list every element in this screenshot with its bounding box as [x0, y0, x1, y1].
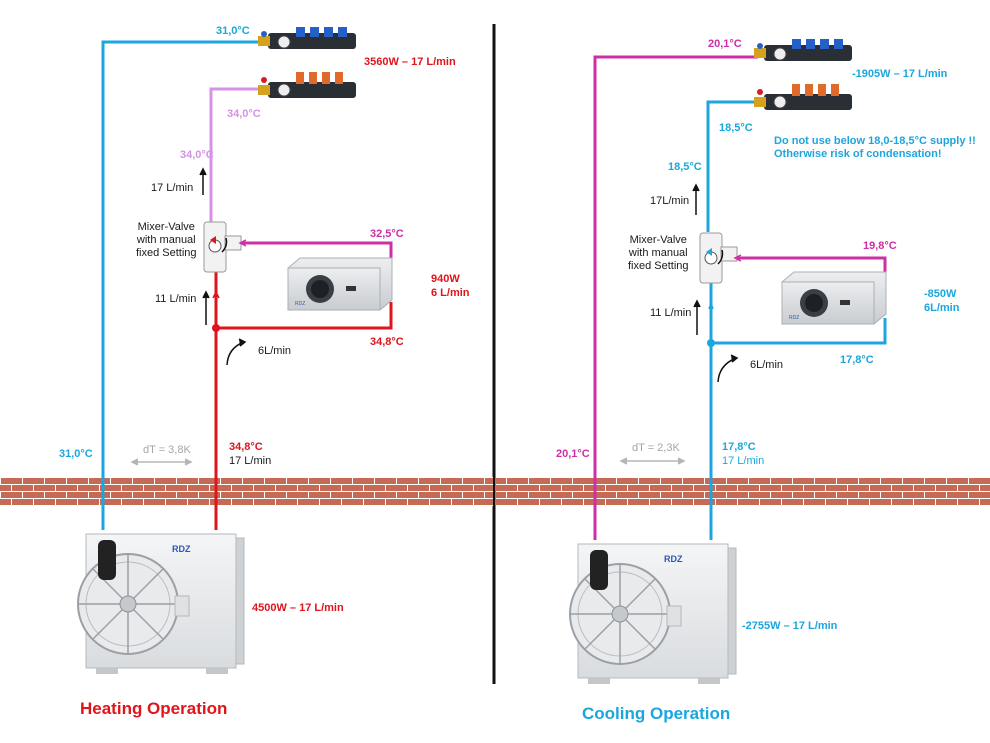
heating-return-temp-top: 31,0°C [216, 25, 250, 37]
cooling-supply-temp: 17,8°C [722, 441, 756, 453]
heating-supply-pipe [214, 302, 393, 530]
heating-mixer-label-line1: Mixer-Valve [137, 221, 195, 233]
wall-right [496, 477, 990, 506]
cooling-bypass-temp: 19,8°C [863, 240, 897, 252]
heating-heatpump-power: 4500W – 17 L/min [252, 602, 344, 614]
heating-bypass-flow: 6L/min [258, 345, 292, 357]
heating-manifold-supply-temp: 34,0°C [227, 108, 261, 120]
cooling-return-temp-bottom: 20,1°C [556, 448, 590, 460]
cooling-mixer-label-line3: fixed Setting [628, 260, 689, 272]
cooling-heatpump-brand: RDZ [664, 554, 683, 564]
cooling-flow-upper: 17L/min [650, 195, 690, 207]
heating-supply-flow: 17 L/min [229, 455, 272, 467]
heating-bypass-temp: 32,5°C [370, 228, 404, 240]
cooling-manifold-supply-temp: 18,5°C [719, 122, 753, 134]
cooling-mixer-label: Mixer-Valve with manual fixed Setting [628, 234, 689, 273]
heating-fancoil-flow: 6 L/min [431, 287, 470, 299]
heating-fancoil-supply-temp: 34,8°C [370, 336, 404, 348]
cooling-mixer-label-line1: Mixer-Valve [629, 234, 687, 246]
cooling-fancoil-unit: RDZ [781, 271, 887, 325]
heating-heatpump-brand: RDZ [172, 544, 191, 554]
cooling-warning-line1: Do not use below 18,0-18,5°C supply !! [774, 135, 976, 147]
cooling-mixer-label-line2: with manual [628, 247, 688, 259]
cooling-riser-temp: 18,5°C [668, 161, 702, 173]
cooling-manifold-bottom [754, 84, 852, 110]
black-flow-arrows [199, 167, 739, 383]
heating-heatpump-unit: RDZ [77, 533, 245, 674]
cooling-fancoil-supply-temp: 17,8°C [840, 354, 874, 366]
heating-junction-dot [212, 324, 220, 332]
cooling-return-temp-top: 20,1°C [708, 38, 742, 50]
heating-manifold-top [258, 27, 356, 49]
cooling-title: Cooling Operation [582, 704, 731, 723]
cooling-junction-dot [707, 339, 715, 347]
svg-text:RDZ: RDZ [789, 315, 799, 321]
cooling-heatpump-unit: RDZ [569, 543, 737, 684]
heating-return-temp-bottom: 31,0°C [59, 448, 93, 460]
cooling-return-pipe [593, 55, 758, 540]
heating-fancoil-unit: RDZ [287, 257, 393, 311]
cooling-supply-flow: 17 L/min [722, 455, 765, 467]
heating-flow-upper: 17 L/min [151, 182, 194, 194]
heating-mixer-valve [203, 221, 242, 273]
cooling-heatpump-power: -2755W – 17 L/min [742, 620, 838, 632]
cooling-fancoil-power: -850W [924, 288, 957, 300]
svg-text:RDZ: RDZ [295, 301, 305, 307]
cooling-flow-lower: 11 L/min [650, 307, 692, 319]
heating-mixer-label-line3: fixed Setting [136, 247, 197, 259]
heating-mixer-label: Mixer-Valve with manual fixed Setting [136, 221, 197, 260]
cooling-manifold-power: -1905W – 17 L/min [852, 68, 948, 80]
heating-flow-lower: 11 L/min [155, 293, 197, 305]
heating-title: Heating Operation [80, 699, 228, 718]
delta-t-arrows [130, 457, 686, 466]
cooling-delta-t: dT = 2,3K [632, 442, 680, 454]
cooling-manifold-top [754, 39, 852, 61]
heating-fancoil-power: 940W [431, 273, 460, 285]
heating-manifold-bottom [258, 72, 356, 98]
cooling-warning-line2: Otherwise risk of condensation! [774, 148, 942, 160]
heating-riser-temp: 34,0°C [180, 149, 214, 161]
heating-mixed-supply-pipe [209, 87, 262, 222]
heating-delta-t: dT = 3,8K [143, 444, 191, 456]
cooling-bypass-flow: 6L/min [750, 359, 784, 371]
wall-left [0, 477, 493, 506]
cooling-mixed-supply-pipe [706, 100, 758, 232]
heating-mixer-label-line2: with manual [136, 234, 196, 246]
cooling-mixer-valve [699, 232, 738, 284]
cooling-supply-pipe [709, 318, 887, 540]
flow-direction-arrows [212, 239, 742, 310]
cooling-fancoil-flow: 6L/min [924, 302, 960, 314]
heating-supply-temp: 34,8°C [229, 441, 263, 453]
heating-return-pipe [101, 40, 262, 530]
heating-manifold-power: 3560W – 17 L/min [364, 56, 456, 68]
